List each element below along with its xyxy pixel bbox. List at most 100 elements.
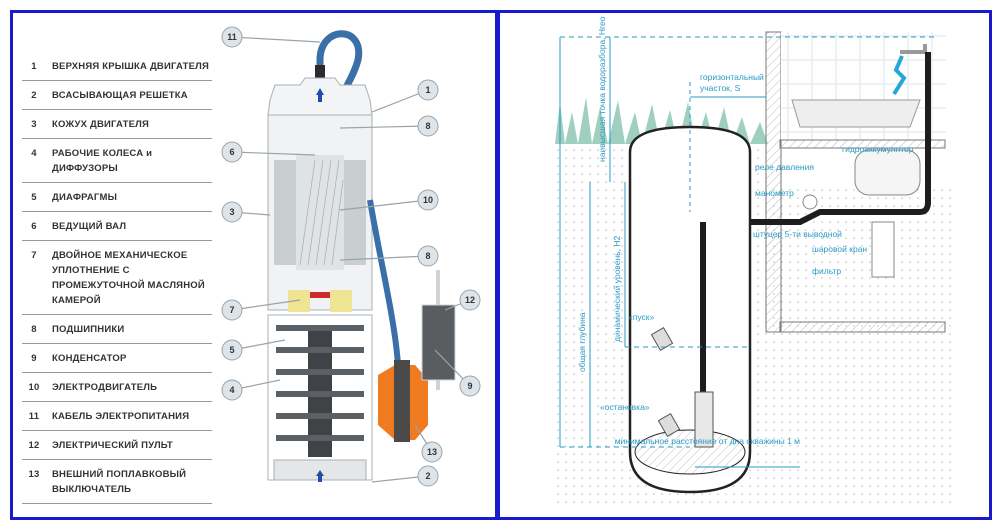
float-stop bbox=[657, 413, 681, 437]
callout-number: 1 bbox=[425, 85, 430, 95]
legend-number: 2 bbox=[31, 90, 37, 101]
diffuser-hub bbox=[308, 375, 332, 391]
callout-5: 5 bbox=[221, 339, 286, 361]
supply-pipe bbox=[705, 52, 931, 225]
callout-number: 6 bbox=[229, 147, 234, 157]
callout-number: 10 bbox=[423, 195, 433, 205]
float-start bbox=[650, 327, 674, 351]
float-body bbox=[394, 360, 410, 442]
legend-text: ДВОЙНОЕ МЕХАНИЧЕСКОЕ УПЛОТНЕНИЕ С ПРОМЕЖ… bbox=[52, 250, 205, 306]
float-cable bbox=[367, 199, 401, 366]
callout-4: 4 bbox=[221, 379, 281, 401]
label-start: «пуск» bbox=[628, 312, 654, 322]
callout-number: 8 bbox=[425, 121, 430, 131]
legend-text: КАБЕЛЬ ЭЛЕКТРОПИТАНИЯ bbox=[52, 411, 190, 422]
label-ball-valve: шаровой кран bbox=[812, 244, 867, 254]
legend-item: 3 КОЖУХ ДВИГАТЕЛЯ bbox=[22, 110, 212, 139]
callout-7: 7 bbox=[221, 299, 301, 321]
callout-11: 11 bbox=[221, 26, 321, 48]
callout-number: 5 bbox=[229, 345, 234, 355]
seal-right bbox=[330, 290, 352, 312]
callout-8: 8 bbox=[339, 245, 439, 267]
label-dynamic-level: динамический уровень, H2 bbox=[612, 236, 622, 342]
impeller bbox=[276, 347, 364, 353]
basement-floor bbox=[779, 321, 946, 333]
parts-legend: 1 ВЕРХНЯЯ КРЫШКА ДВИГАТЕЛЯ 2 ВСАСЫВАЮЩАЯ РЕ… bbox=[22, 52, 212, 504]
floor-slab bbox=[779, 139, 946, 149]
callout-number: 3 bbox=[229, 207, 234, 217]
water-filter bbox=[871, 221, 895, 278]
well-casing bbox=[628, 125, 752, 494]
legend-number: 11 bbox=[28, 411, 40, 422]
callout-9: 9 bbox=[434, 349, 481, 397]
label-suction-point: наивысшая точка водоразбора, Hгео bbox=[597, 16, 607, 162]
legend-text: ВЕРХНЯЯ КРЫШКА ДВИГАТЕЛЯ bbox=[52, 61, 210, 72]
diffuser-hub bbox=[308, 397, 332, 413]
callout-13: 13 bbox=[414, 424, 443, 463]
callout-number: 11 bbox=[227, 32, 237, 42]
impeller-stack bbox=[276, 325, 364, 457]
callout-8: 8 bbox=[339, 115, 439, 137]
label-pressure-relay: реле давления bbox=[755, 162, 814, 172]
label-accumulator: гидроаккумулятор bbox=[842, 144, 914, 154]
manometer-dial bbox=[802, 194, 818, 210]
impeller bbox=[276, 369, 364, 375]
flow-arrow-up-icon bbox=[316, 88, 324, 102]
diffuser-hub bbox=[308, 441, 332, 457]
left-panel-frame bbox=[10, 10, 498, 520]
impeller bbox=[276, 435, 364, 441]
seal-left bbox=[288, 290, 310, 312]
diffuser-hub bbox=[308, 419, 332, 435]
rotor bbox=[296, 155, 344, 270]
legend-text: КОЖУХ ДВИГАТЕЛЯ bbox=[52, 119, 150, 130]
bathtub bbox=[791, 99, 921, 128]
callout-2: 2 bbox=[371, 465, 439, 487]
legend-number: 8 bbox=[31, 324, 37, 335]
callout-number: 8 bbox=[425, 251, 430, 261]
diffuser-hub bbox=[308, 331, 332, 347]
legend-item: 1 ВЕРХНЯЯ КРЫШКА ДВИГАТЕЛЯ bbox=[22, 52, 212, 81]
legend-number: 1 bbox=[31, 61, 37, 72]
callout-12: 12 bbox=[444, 289, 481, 311]
legend-item: 11 КАБЕЛЬ ЭЛЕКТРОПИТАНИЯ bbox=[22, 402, 212, 431]
flow-arrow-up-icon bbox=[316, 470, 324, 482]
submersible-pump bbox=[694, 391, 714, 448]
control-box bbox=[421, 304, 456, 381]
grass bbox=[555, 97, 768, 144]
label-stop: «остановка» bbox=[600, 402, 650, 412]
callout-10: 10 bbox=[339, 189, 439, 211]
house-wall bbox=[765, 31, 782, 333]
legend-text: РАБОЧИЕ КОЛЕСА и ДИФФУЗОРЫ bbox=[52, 148, 153, 174]
impeller bbox=[276, 325, 364, 331]
legend-text: ВСАСЫВАЮЩАЯ РЕШЕТКА bbox=[52, 90, 188, 101]
callout-number: 13 bbox=[427, 447, 437, 457]
callout-number: 9 bbox=[467, 381, 472, 391]
legend-number: 5 bbox=[31, 192, 37, 203]
legend-text: КОНДЕНСАТОР bbox=[52, 353, 127, 364]
legend-number: 7 bbox=[31, 250, 37, 261]
callout-3: 3 bbox=[221, 201, 271, 223]
legend-number: 3 bbox=[31, 119, 37, 130]
well-bottom bbox=[634, 429, 746, 475]
legend-text: ВНЕШНИЙ ПОПЛАВКОВЫЙ ВЫКЛЮЧАТЕЛЬ bbox=[52, 469, 187, 495]
callout-number: 2 bbox=[425, 471, 430, 481]
legend-item: 4 РАБОЧИЕ КОЛЕСА и ДИФФУЗОРЫ bbox=[22, 139, 212, 183]
callout-number: 7 bbox=[229, 305, 234, 315]
legend-number: 4 bbox=[31, 148, 37, 159]
impeller bbox=[276, 391, 364, 397]
label-total-depth: общая глубина bbox=[577, 312, 587, 372]
label-fitting: штуцер 5-ти выводной bbox=[753, 229, 842, 239]
legend-number: 12 bbox=[28, 440, 40, 451]
callout-6: 6 bbox=[221, 141, 316, 163]
legend-text: ВЕДУЩИЙ ВАЛ bbox=[52, 221, 127, 232]
impeller bbox=[276, 413, 364, 419]
legend-number: 10 bbox=[28, 382, 40, 393]
